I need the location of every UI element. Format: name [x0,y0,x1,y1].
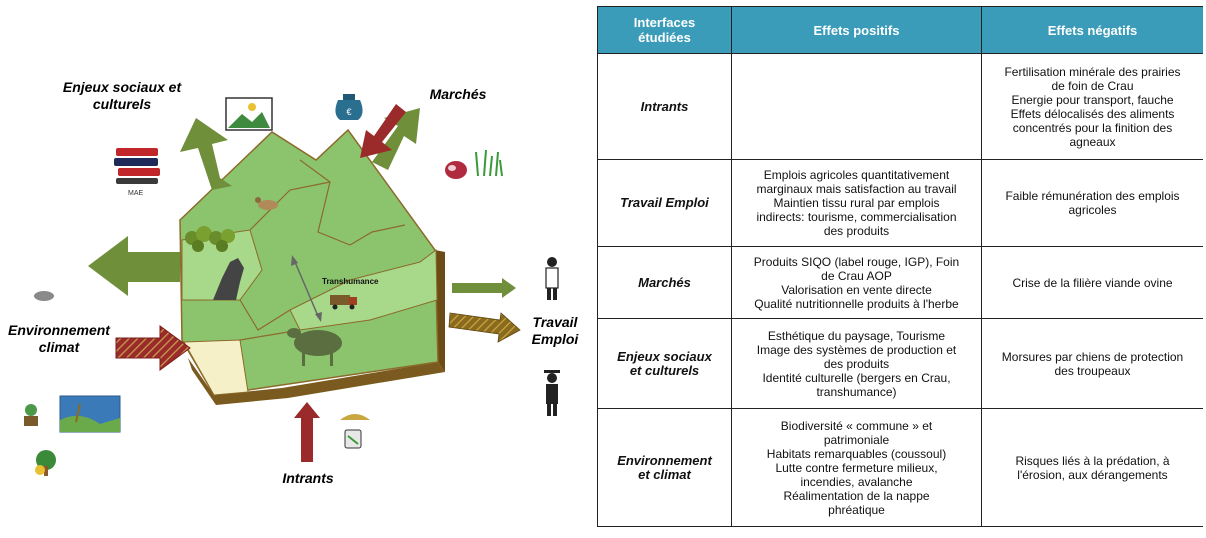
table-row: Intrants Fertilisation minérale des prai… [597,53,1203,160]
label-intrants: Intrants [282,470,334,486]
farm-system-diagram: € [0,0,590,533]
row-positive: Emplois agricoles quantitativement margi… [731,159,982,247]
row-negative: Fertilisation minérale des prairies de f… [981,53,1203,160]
trees-icon [185,226,235,252]
row-positive [731,53,982,160]
field-light-2 [289,249,438,331]
row-interface: Intrants [597,53,732,160]
field-line-1 [239,299,291,331]
field-line-2 [299,159,351,246]
worker-person-icon [545,257,559,300]
arrow-enjeux-sociaux [180,118,232,190]
mae-label: MAE [128,190,144,197]
row-positive: Biodiversité « commune » et patrimoniale… [731,408,982,527]
transhumance-arrow-line [294,261,319,317]
arrow-intrants-in [294,402,320,462]
table-header-row: Interfaces étudiées Effets positifs Effe… [597,6,1203,54]
plant-icon [24,404,38,426]
row-negative: Morsures par chiens de protection des tr… [981,318,1203,409]
field-line-4 [349,224,406,246]
arrow-travail-hatched [448,312,521,343]
table-row: Marchés Produits SIQO (label rouge, IGP)… [597,246,1203,319]
arrow-marches-in [360,104,406,158]
arrow-environnement-in [115,325,191,371]
arrow-marches-out [372,108,420,170]
table-row: Travail Emploi Emplois agricoles quantit… [597,159,1203,247]
wetland-icon [59,395,121,433]
field-line-3 [249,181,331,231]
meat-icon [445,161,467,179]
graduate-person-icon [544,370,560,416]
transhumance-arrow-head-1 [291,255,298,266]
row-negative: Crise de la filière viande ovine [981,246,1203,319]
forest-icon [35,450,56,476]
row-interface: Environnement et climat [597,408,732,527]
label-travail-emploi: Travail Emploi [531,314,579,347]
row-negative: Faible rémunération des emplois agricole… [981,159,1203,247]
row-interface: Marchés [597,246,732,319]
effects-table: Interfaces étudiées Effets positifs Effe… [597,6,1203,527]
label-marches: Marchés [429,86,487,102]
row-interface: Enjeux sociaux et culturels [597,318,732,409]
feed-hay-icon [340,414,370,449]
label-enjeux-sociaux: Enjeux sociaux et culturels [62,79,182,112]
row-positive: Produits SIQO (label rouge, IGP), Foin d… [731,246,982,319]
table-row: Enjeux sociaux et culturels Esthétique d… [597,318,1203,409]
bird-icon [255,197,278,210]
rock-icon [34,291,54,301]
money-bag-icon: € [335,94,363,120]
field-cream [183,339,249,396]
sheep-icon [287,328,342,366]
books-icon [114,148,160,184]
effects-table-container: Interfaces étudiées Effets positifs Effe… [597,6,1203,533]
svg-text:€: € [346,107,351,117]
grass-icon [475,149,503,177]
row-interface: Travail Emploi [597,159,732,247]
header-interfaces: Interfaces étudiées [597,6,732,54]
truck-icon [330,295,357,310]
farm-pentagon-soil [188,358,445,405]
table-row: Environnement et climat Biodiversité « c… [597,408,1203,527]
transhumance-arrow-head-2 [315,312,322,322]
header-effets-positifs: Effets positifs [731,6,982,54]
arrow-travail-out [452,278,516,298]
wolf-icon [213,258,244,300]
farm-pentagon [179,128,439,396]
landscape-picture-icon [225,97,273,131]
arrow-environnement-out [88,236,180,296]
diagram-svg: € [24,94,560,476]
header-effets-negatifs: Effets négatifs [981,6,1203,54]
row-negative: Risques liés à la prédation, à l'érosion… [981,408,1203,527]
row-positive: Esthétique du paysage, Tourisme Image de… [731,318,982,409]
label-environnement: Environnement climat [8,322,110,355]
transhumance-label: Transhumance [322,277,379,286]
